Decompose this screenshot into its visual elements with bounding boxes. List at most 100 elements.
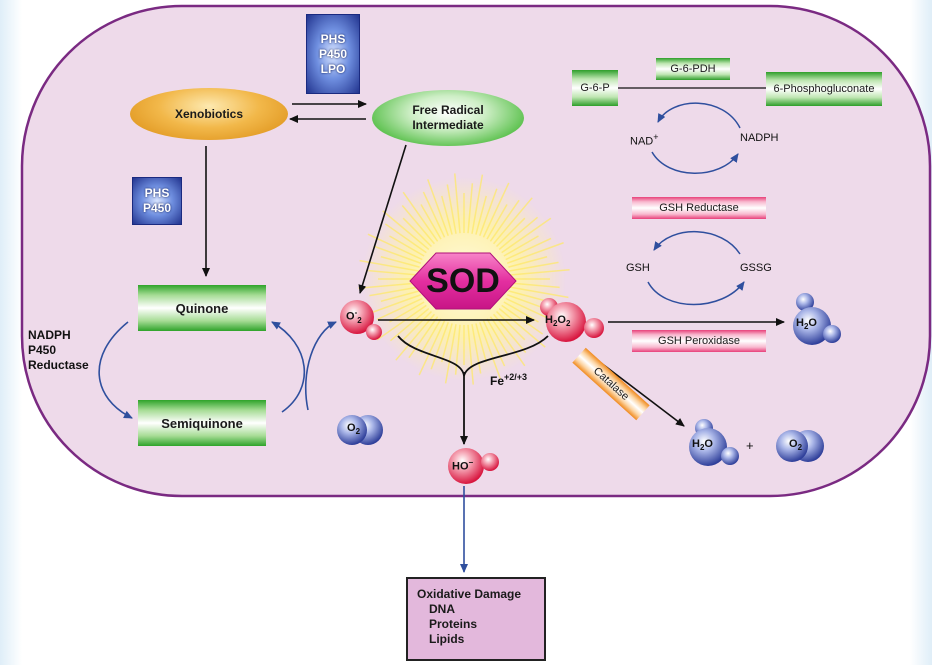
quinone-bar: Quinone bbox=[138, 285, 266, 331]
oxygen-molecule-left bbox=[337, 415, 383, 445]
damage-item-proteins: Proteins bbox=[429, 617, 478, 631]
water-label-right: H2O bbox=[796, 317, 817, 332]
gsh-peroxidase-bar: GSH Peroxidase bbox=[632, 330, 766, 352]
water-label-bottom: H2O bbox=[692, 438, 713, 453]
sunburst-ray bbox=[479, 188, 498, 237]
sunburst-ray bbox=[492, 197, 533, 245]
sunburst-ray bbox=[509, 261, 559, 272]
sunburst-ray bbox=[486, 204, 508, 240]
sunburst-ray bbox=[364, 294, 422, 316]
semiquinone-bar: Semiquinone bbox=[138, 400, 266, 446]
sunburst-ray bbox=[420, 318, 442, 354]
phosphogluconate-label: 6-Phosphogluconate bbox=[773, 83, 875, 95]
sunburst-ray bbox=[454, 173, 461, 234]
sunburst-ray bbox=[373, 245, 422, 264]
nad-label: NAD+ bbox=[630, 132, 659, 148]
sunburst-ray bbox=[482, 182, 510, 238]
enzyme-p450-label: P450 bbox=[318, 46, 348, 61]
water-molecule-right bbox=[793, 293, 841, 345]
sunburst-ray bbox=[427, 179, 449, 237]
sunburst-ray bbox=[486, 318, 508, 354]
fenton-curve-right bbox=[463, 335, 549, 377]
sunburst-ray bbox=[454, 324, 461, 375]
gsh-reductase-label: GSH Reductase bbox=[659, 202, 739, 214]
damage-item-dna: DNA bbox=[429, 602, 455, 616]
sunburst-ray bbox=[401, 204, 436, 245]
sunburst-ray bbox=[402, 217, 433, 248]
sunburst-ray bbox=[408, 316, 439, 359]
free-radical-label: Free Radical bbox=[412, 103, 484, 117]
arrow-nad-bottom bbox=[651, 151, 739, 174]
sunburst-ray bbox=[358, 282, 419, 289]
g6p-box: G-6-P bbox=[572, 70, 618, 106]
sunburst-ray bbox=[467, 183, 474, 234]
peroxide-molecule bbox=[540, 298, 604, 342]
arrow-semiquinone-to-quinone bbox=[271, 321, 306, 413]
arrow-nadph-top bbox=[657, 102, 741, 129]
sunburst-ray bbox=[475, 195, 487, 235]
gsh-label: GSH bbox=[626, 262, 650, 274]
arrow-quinone-to-semiquinone bbox=[98, 321, 133, 419]
hydroxyl-label: HO− bbox=[452, 458, 474, 473]
sunburst-ray bbox=[479, 321, 501, 379]
peroxide-label: H2O2 bbox=[545, 314, 571, 329]
free-radical-node: Free Radical Intermediate bbox=[372, 90, 524, 146]
sunburst-ray bbox=[467, 324, 474, 385]
xenobiotics-node: Xenobiotics bbox=[130, 88, 288, 140]
sunburst-ray bbox=[380, 256, 420, 268]
sunburst-ray bbox=[509, 286, 569, 299]
reductase-word: Reductase bbox=[28, 358, 89, 372]
sunburst-ray bbox=[368, 269, 419, 276]
sunburst-ray bbox=[498, 307, 546, 348]
enzyme-box-left: PHS P450 bbox=[132, 177, 182, 225]
sunburst-ray bbox=[389, 301, 425, 323]
sunburst-ray bbox=[475, 323, 487, 363]
sod-hexagon bbox=[409, 252, 517, 310]
phosphogluconate-bar: 6-Phosphogluconate bbox=[766, 72, 882, 106]
sunburst-ray bbox=[422, 191, 446, 238]
sunburst-ray bbox=[446, 184, 457, 234]
xenobiotics-label: Xenobiotics bbox=[174, 107, 243, 121]
superoxide-molecule bbox=[340, 300, 382, 340]
oxygen-label-left: O2 bbox=[347, 422, 361, 437]
oxidative-damage-box: Oxidative Damage DNA Proteins Lipids bbox=[406, 577, 546, 661]
enzyme-phs-label: PHS bbox=[320, 31, 346, 46]
plus-sign: + bbox=[746, 438, 754, 453]
oxygen-label-right: O2 bbox=[789, 438, 803, 453]
enzyme-phs-label: PHS bbox=[144, 186, 170, 200]
sunburst-ray bbox=[441, 323, 453, 363]
semiquinone-label: Semiquinone bbox=[161, 415, 243, 431]
sunburst-ray bbox=[444, 324, 457, 384]
g6p-label: G-6-P bbox=[580, 82, 610, 94]
sunburst-ray bbox=[389, 235, 425, 257]
sunburst-ray bbox=[495, 217, 526, 248]
enzyme-p450-label: P450 bbox=[142, 201, 172, 215]
nadph-label: NADPH bbox=[740, 132, 779, 144]
sunburst-ray bbox=[369, 286, 419, 297]
sunburst-ray bbox=[509, 269, 570, 276]
hydroxyl-molecule bbox=[448, 448, 499, 484]
sunburst-ray bbox=[508, 256, 548, 268]
enzyme-lpo-label: LPO bbox=[320, 61, 346, 76]
sunburst-ray bbox=[506, 242, 564, 264]
gsh-peroxidase-label: GSH Peroxidase bbox=[658, 335, 740, 347]
sunburst-ray bbox=[395, 313, 436, 361]
arrow-oxygen-to-superoxide bbox=[304, 321, 337, 411]
sunburst-ray bbox=[509, 282, 560, 289]
sunburst-ray bbox=[471, 324, 482, 374]
sunburst-ray bbox=[384, 223, 427, 254]
arrow-radical-to-superoxide bbox=[358, 144, 407, 294]
gsh-reductase-bar: GSH Reductase bbox=[632, 197, 766, 219]
enzyme-box-top: PHS P450 LPO bbox=[306, 14, 360, 94]
sunburst-ray bbox=[382, 210, 430, 251]
sunburst-ray bbox=[420, 204, 442, 240]
sunburst-ray bbox=[489, 199, 520, 242]
sunburst-ray bbox=[430, 321, 449, 370]
reductase-nadph: NADPH bbox=[28, 328, 71, 342]
gssg-label: GSSG bbox=[740, 262, 772, 274]
sunburst-ray bbox=[501, 217, 552, 254]
sunburst-ray bbox=[505, 237, 552, 261]
sunburst-ray bbox=[471, 174, 484, 234]
iron-label: Fe+2/+3 bbox=[490, 372, 528, 388]
fenton-curve-left bbox=[397, 335, 465, 377]
